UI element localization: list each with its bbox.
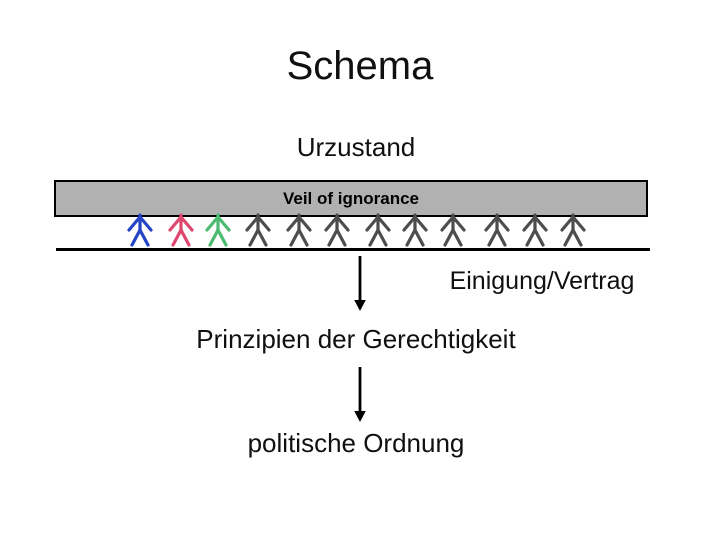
- stick-person-icon: [286, 213, 312, 247]
- stick-person-icon: [245, 213, 271, 247]
- down-arrow-icon: [354, 367, 366, 422]
- stick-person-icon: [127, 213, 153, 247]
- stick-person-icon: [560, 213, 586, 247]
- label-urzustand: Urzustand: [296, 132, 416, 162]
- stick-person-icon: [324, 213, 350, 247]
- stick-person-icon: [365, 213, 391, 247]
- stick-person-icon: [484, 213, 510, 247]
- slide-title: Schema: [286, 44, 434, 88]
- stick-person-icon: [402, 213, 428, 247]
- stick-person-icon: [522, 213, 548, 247]
- label-einigung-vertrag: Einigung/Vertrag: [449, 267, 635, 295]
- stick-person-icon: [440, 213, 466, 247]
- horizontal-divider-line: [56, 248, 650, 251]
- veil-bar-label: Veil of ignorance: [282, 188, 420, 208]
- label-prinzipien: Prinzipien der Gerechtigkeit: [196, 324, 516, 354]
- veil-of-ignorance-bar: Veil of ignorance: [54, 180, 648, 217]
- stick-person-icon: [168, 213, 194, 247]
- label-politische-ordnung: politische Ordnung: [247, 428, 465, 458]
- stick-person-icon: [205, 213, 231, 247]
- down-arrow-icon: [354, 256, 366, 311]
